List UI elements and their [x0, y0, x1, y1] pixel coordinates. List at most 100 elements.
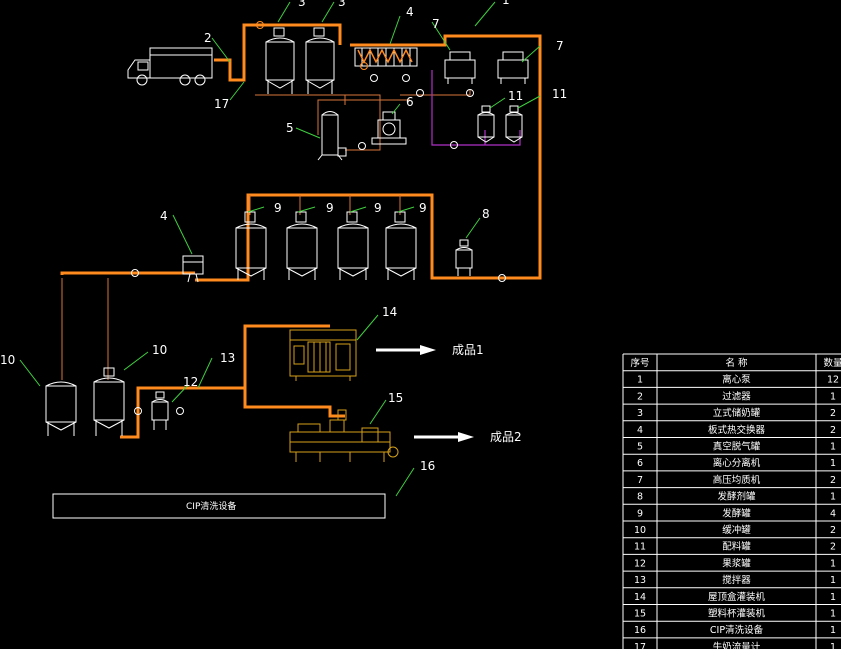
table-cell: 2 [830, 475, 836, 486]
table-cell: 1 [830, 492, 836, 503]
callout-1: 1 [502, 0, 510, 7]
callout-4-top: 4 [406, 5, 414, 19]
output-arrow-1 [376, 345, 436, 355]
callout-11b: 11 [552, 87, 567, 101]
table-cell: 1 [830, 609, 836, 620]
table-cell: 搅拌器 [722, 574, 751, 586]
table-cell: 12 [827, 375, 839, 386]
table-cell: 塑料杯灌装机 [708, 608, 766, 620]
fermentation-tank-2 [286, 211, 318, 280]
table-cell: 3 [637, 408, 643, 419]
table-cell: 9 [637, 508, 643, 519]
table-cell: 板式热交换器 [708, 424, 766, 436]
callout-6: 6 [406, 95, 414, 109]
ingredient-pipes [431, 70, 521, 146]
table-cell: 立式储奶罐 [713, 407, 761, 419]
table-cell: 4 [637, 425, 643, 436]
callout-12: 12 [183, 375, 198, 389]
plastic-cup-filler [289, 409, 399, 462]
table-cell: 2 [637, 391, 643, 402]
callout-2: 2 [204, 31, 212, 45]
table-cell: 1 [830, 391, 836, 402]
callout-7a: 7 [432, 17, 440, 31]
table-cell: 1 [830, 642, 836, 649]
table-header-cell: 序号 [630, 357, 649, 369]
callout-11a: 11 [508, 89, 523, 103]
table-cell: 13 [634, 575, 646, 586]
starter-culture-tank [455, 239, 473, 276]
table-cell: 1 [830, 625, 836, 636]
fruit-pulp-tank [151, 391, 169, 430]
centrifugal-separator [371, 111, 407, 145]
table-cell: 过滤器 [722, 390, 751, 402]
table-cell: 16 [634, 625, 646, 636]
buffer-tank-a [45, 381, 77, 436]
table-cell: 2 [830, 542, 836, 553]
callout-3a: 3 [298, 0, 306, 9]
table-cell: 1 [830, 458, 836, 469]
table-cell: 1 [830, 558, 836, 569]
table-cell: 离心泵 [722, 374, 751, 386]
product-1-label: 成品1 [452, 343, 484, 357]
table-cell: 2 [830, 525, 836, 536]
table-cell: 1 [830, 442, 836, 453]
product-2-label: 成品2 [490, 430, 522, 444]
table-cell: 11 [634, 542, 646, 553]
callout-4-mid: 4 [160, 209, 168, 223]
table-cell: 17 [634, 642, 646, 649]
table-cell: 5 [637, 442, 643, 453]
fermentation-tank-4 [385, 211, 417, 280]
gable-top-filler [289, 329, 357, 381]
table-cell: 果浆罐 [722, 557, 751, 569]
homogenizer-b [497, 51, 529, 84]
callout-leaders [19, 1, 541, 497]
callout-9d: 9 [419, 201, 427, 215]
table-cell: 缓冲罐 [722, 524, 751, 536]
table-cell: 14 [634, 592, 646, 603]
callout-numbers: 2 17 3 3 4 7 1 7 6 5 11 11 9 9 9 9 8 4 1… [0, 0, 567, 473]
table-cell: 1 [830, 575, 836, 586]
table-cell: 15 [634, 609, 646, 620]
table-cell: 10 [634, 525, 646, 536]
table-cell: 真空脱气罐 [713, 441, 761, 453]
ingredient-tank-b [505, 105, 523, 143]
callout-9b: 9 [326, 201, 334, 215]
cip-box-outline [52, 493, 386, 519]
callout-10a: 10 [0, 353, 15, 367]
table-cell: 屋顶盒灌装机 [708, 591, 766, 603]
table-cell: 发酵罐 [722, 507, 751, 519]
table-header-cell: 名 称 [725, 357, 748, 369]
table-cell: 12 [634, 558, 646, 569]
homogenizer-a [444, 51, 476, 84]
table-header-cell: 数量 [823, 357, 841, 369]
callout-3b: 3 [338, 0, 346, 9]
fermentation-tank-1 [235, 211, 267, 280]
callout-15: 15 [388, 391, 403, 405]
callout-7b: 7 [556, 39, 564, 53]
callout-16: 16 [420, 459, 435, 473]
output-arrow-2 [414, 432, 474, 442]
table-cell: 2 [830, 425, 836, 436]
table-cell: 配料罐 [722, 541, 751, 553]
buffer-tank-b [93, 367, 125, 436]
table-cell: 高压均质机 [713, 474, 761, 486]
table-cell: 离心分离机 [713, 457, 761, 469]
table-cell: 1 [830, 592, 836, 603]
callout-13: 13 [220, 351, 235, 365]
cip-box-label: CIP清洗设备 [186, 500, 236, 512]
milk-truck [127, 47, 213, 86]
plate-heat-exchanger-mid [182, 255, 204, 283]
callout-9c: 9 [374, 201, 382, 215]
callout-10b: 10 [152, 343, 167, 357]
callout-14: 14 [382, 305, 397, 319]
main-pipes [60, 23, 542, 439]
table-cell: 7 [637, 475, 643, 486]
centrifugal-pumps [131, 21, 506, 415]
storage-tank-a [265, 27, 295, 94]
table-cell: 8 [637, 492, 643, 503]
table-cell: 牛奶流量计 [713, 641, 761, 649]
callout-17: 17 [214, 97, 229, 111]
heat-exchanger-orange-zigzag [357, 48, 413, 64]
